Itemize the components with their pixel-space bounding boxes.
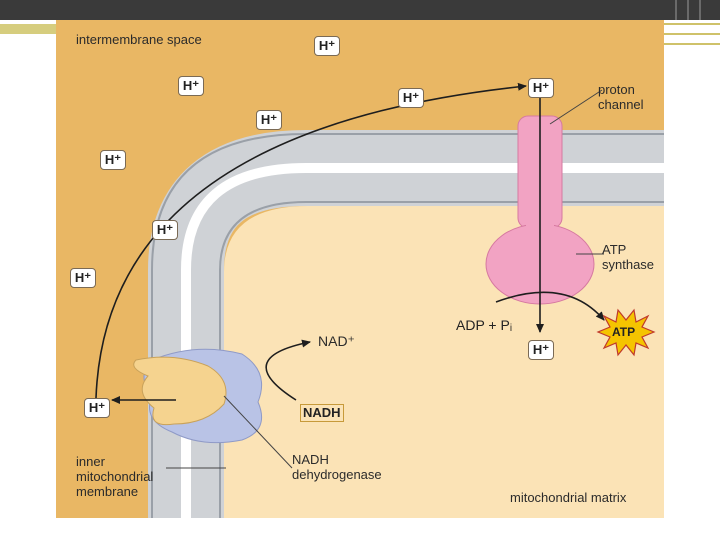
proton-ion: H⁺	[178, 76, 204, 96]
inner-membrane-label-line3: membrane	[76, 484, 139, 499]
atp-synthase-label: ATP synthase	[602, 242, 654, 272]
proton-ion: H⁺	[256, 110, 282, 130]
nadh-dehydrogenase-label-line1: NADH	[292, 452, 329, 467]
proton-ion: H⁺	[152, 220, 178, 240]
diagram-figure: intermembrane space proton channel ATP s…	[56, 20, 664, 518]
inner-membrane-label-line2: mitochondrial	[76, 469, 154, 484]
slide-decoration	[0, 0, 720, 45]
matrix-region	[224, 206, 664, 518]
nadh-dehydrogenase-label-line2: dehydrogenase	[292, 467, 382, 482]
diagram-canvas	[56, 20, 664, 518]
proton-ion: H⁺	[314, 36, 340, 56]
atp-synthesis-arrow	[495, 291, 605, 321]
atp-label: ATP	[612, 325, 636, 339]
proton-ion: H⁺	[528, 340, 554, 360]
proton-ion: H⁺	[70, 268, 96, 288]
proton-channel-label-line1: proton	[598, 82, 635, 97]
nadh-dehydrogenase	[133, 348, 262, 444]
proton-ion: H⁺	[528, 78, 554, 98]
proton-ion: H⁺	[84, 398, 110, 418]
nadh-dehydrogenase-label: NADH dehydrogenase	[292, 452, 382, 482]
nadh-label: NADH	[300, 404, 344, 422]
proton-ion: H⁺	[398, 88, 424, 108]
slide-top-bar	[0, 0, 720, 20]
inner-membrane-label-line1: inner	[76, 454, 105, 469]
proton-channel-label-line2: channel	[598, 97, 644, 112]
atp-synthase-label-line1: ATP	[602, 242, 627, 257]
proton-channel-label: proton channel	[598, 82, 644, 112]
atp-burst-icon	[596, 308, 656, 357]
nad-plus-label: NAD⁺	[318, 333, 355, 349]
proton-ion: H⁺	[100, 150, 126, 170]
mitochondrial-matrix-label: mitochondrial matrix	[510, 490, 627, 505]
adp-pi-label: ADP + Pᵢ	[456, 317, 513, 333]
nadh-oxidation-arrow	[265, 339, 311, 401]
inner-membrane-label: inner mitochondrial membrane	[76, 454, 153, 499]
atp-synthase-label-line2: synthase	[602, 257, 655, 272]
intermembrane-space-label: intermembrane space	[76, 32, 202, 47]
